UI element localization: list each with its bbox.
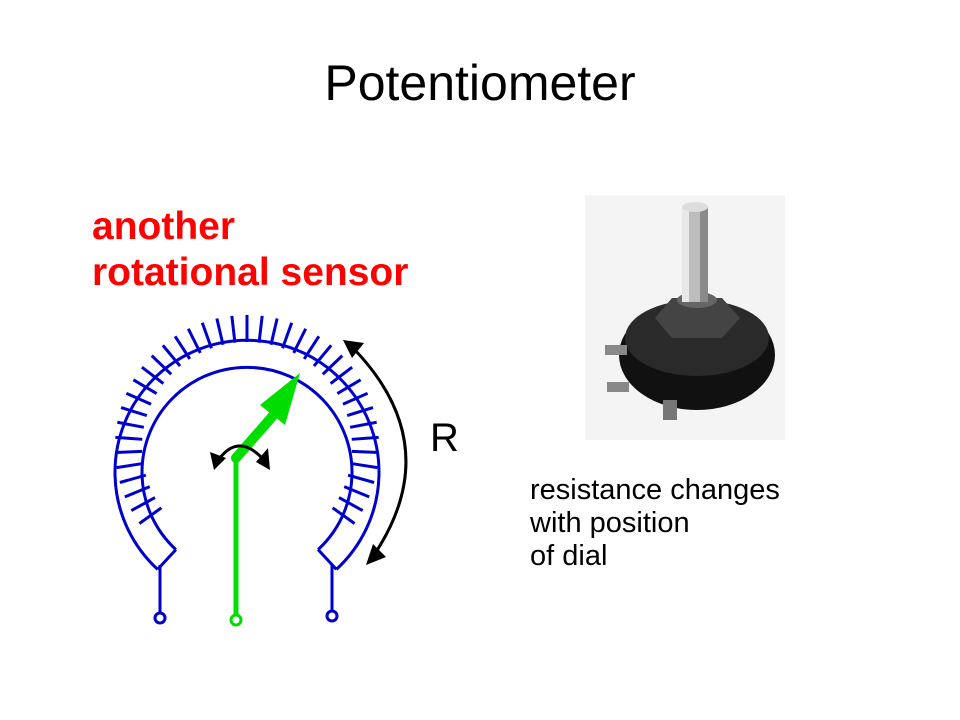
resistive-track-tick	[115, 449, 143, 455]
resistive-track-tick	[119, 473, 147, 484]
wiper-arrowhead	[260, 373, 300, 425]
resistive-track-tick	[269, 318, 279, 346]
resistive-track-tick	[138, 506, 163, 525]
resistive-track-tick	[140, 365, 165, 385]
subtitle: another rotational sensor	[92, 204, 408, 296]
resistive-track-tick	[349, 420, 377, 429]
resistive-track-tick	[329, 365, 354, 385]
resistive-track-tick	[343, 485, 370, 499]
caption-line-3: of dial	[530, 540, 608, 572]
resistive-track-tick	[150, 354, 173, 376]
resistive-track-tick	[116, 461, 144, 470]
resistive-track-ticks	[115, 315, 379, 525]
resistive-track-tick	[115, 435, 143, 441]
resistive-track-tick	[120, 406, 148, 418]
resistive-track-tick	[292, 328, 308, 354]
resistive-track-end-right	[316, 548, 338, 571]
resistive-track-tick	[312, 344, 333, 368]
subtitle-line-2: rotational sensor	[92, 251, 409, 294]
resistive-track-tick	[125, 391, 152, 406]
resistive-track-inner	[140, 365, 354, 551]
caption-line-2: with position	[530, 507, 690, 539]
resistive-track-tick	[186, 328, 202, 354]
resistive-track-tick	[200, 322, 213, 349]
slide-title: Potentiometer	[324, 55, 636, 111]
resistive-track-tick	[321, 354, 344, 376]
resistive-track-tick	[230, 315, 237, 343]
resistive-track-outer	[113, 338, 381, 571]
resistive-track-tick	[257, 315, 264, 343]
resistive-track-tick	[302, 335, 321, 360]
right-terminal	[325, 565, 339, 623]
resistive-track-tick	[351, 435, 379, 441]
resistive-track-tick	[346, 406, 374, 418]
caption: resistance changes with position of dial	[530, 474, 780, 573]
resistive-track-tick	[281, 322, 294, 349]
resistive-track-tick	[342, 391, 369, 406]
resistive-track-tick	[215, 318, 225, 346]
wiper	[229, 373, 300, 627]
subtitle-line-1: another	[92, 205, 236, 248]
resistive-track-tick	[117, 420, 145, 429]
resistive-track-tick	[350, 461, 378, 470]
resistive-track-tick	[173, 335, 192, 360]
resistive-track-tick	[130, 496, 156, 512]
direction-arrow	[343, 340, 408, 565]
resistive-track-tick	[331, 506, 356, 525]
resistive-track-tick	[347, 473, 375, 484]
resistive-track-tick	[351, 449, 379, 455]
caption-line-1: resistance changes	[530, 474, 780, 506]
potentiometer-photo	[585, 195, 785, 440]
resistance-label: R	[430, 416, 459, 460]
resistive-track-tick	[336, 378, 362, 395]
resistive-track-tick	[124, 485, 151, 499]
left-terminal	[153, 565, 167, 625]
pivot-rotation-arrow	[210, 444, 270, 470]
resistive-track-tick	[132, 378, 158, 395]
resistive-track-tick	[161, 344, 182, 368]
wiper-terminal	[229, 613, 243, 627]
resistive-track-tick	[338, 496, 364, 512]
